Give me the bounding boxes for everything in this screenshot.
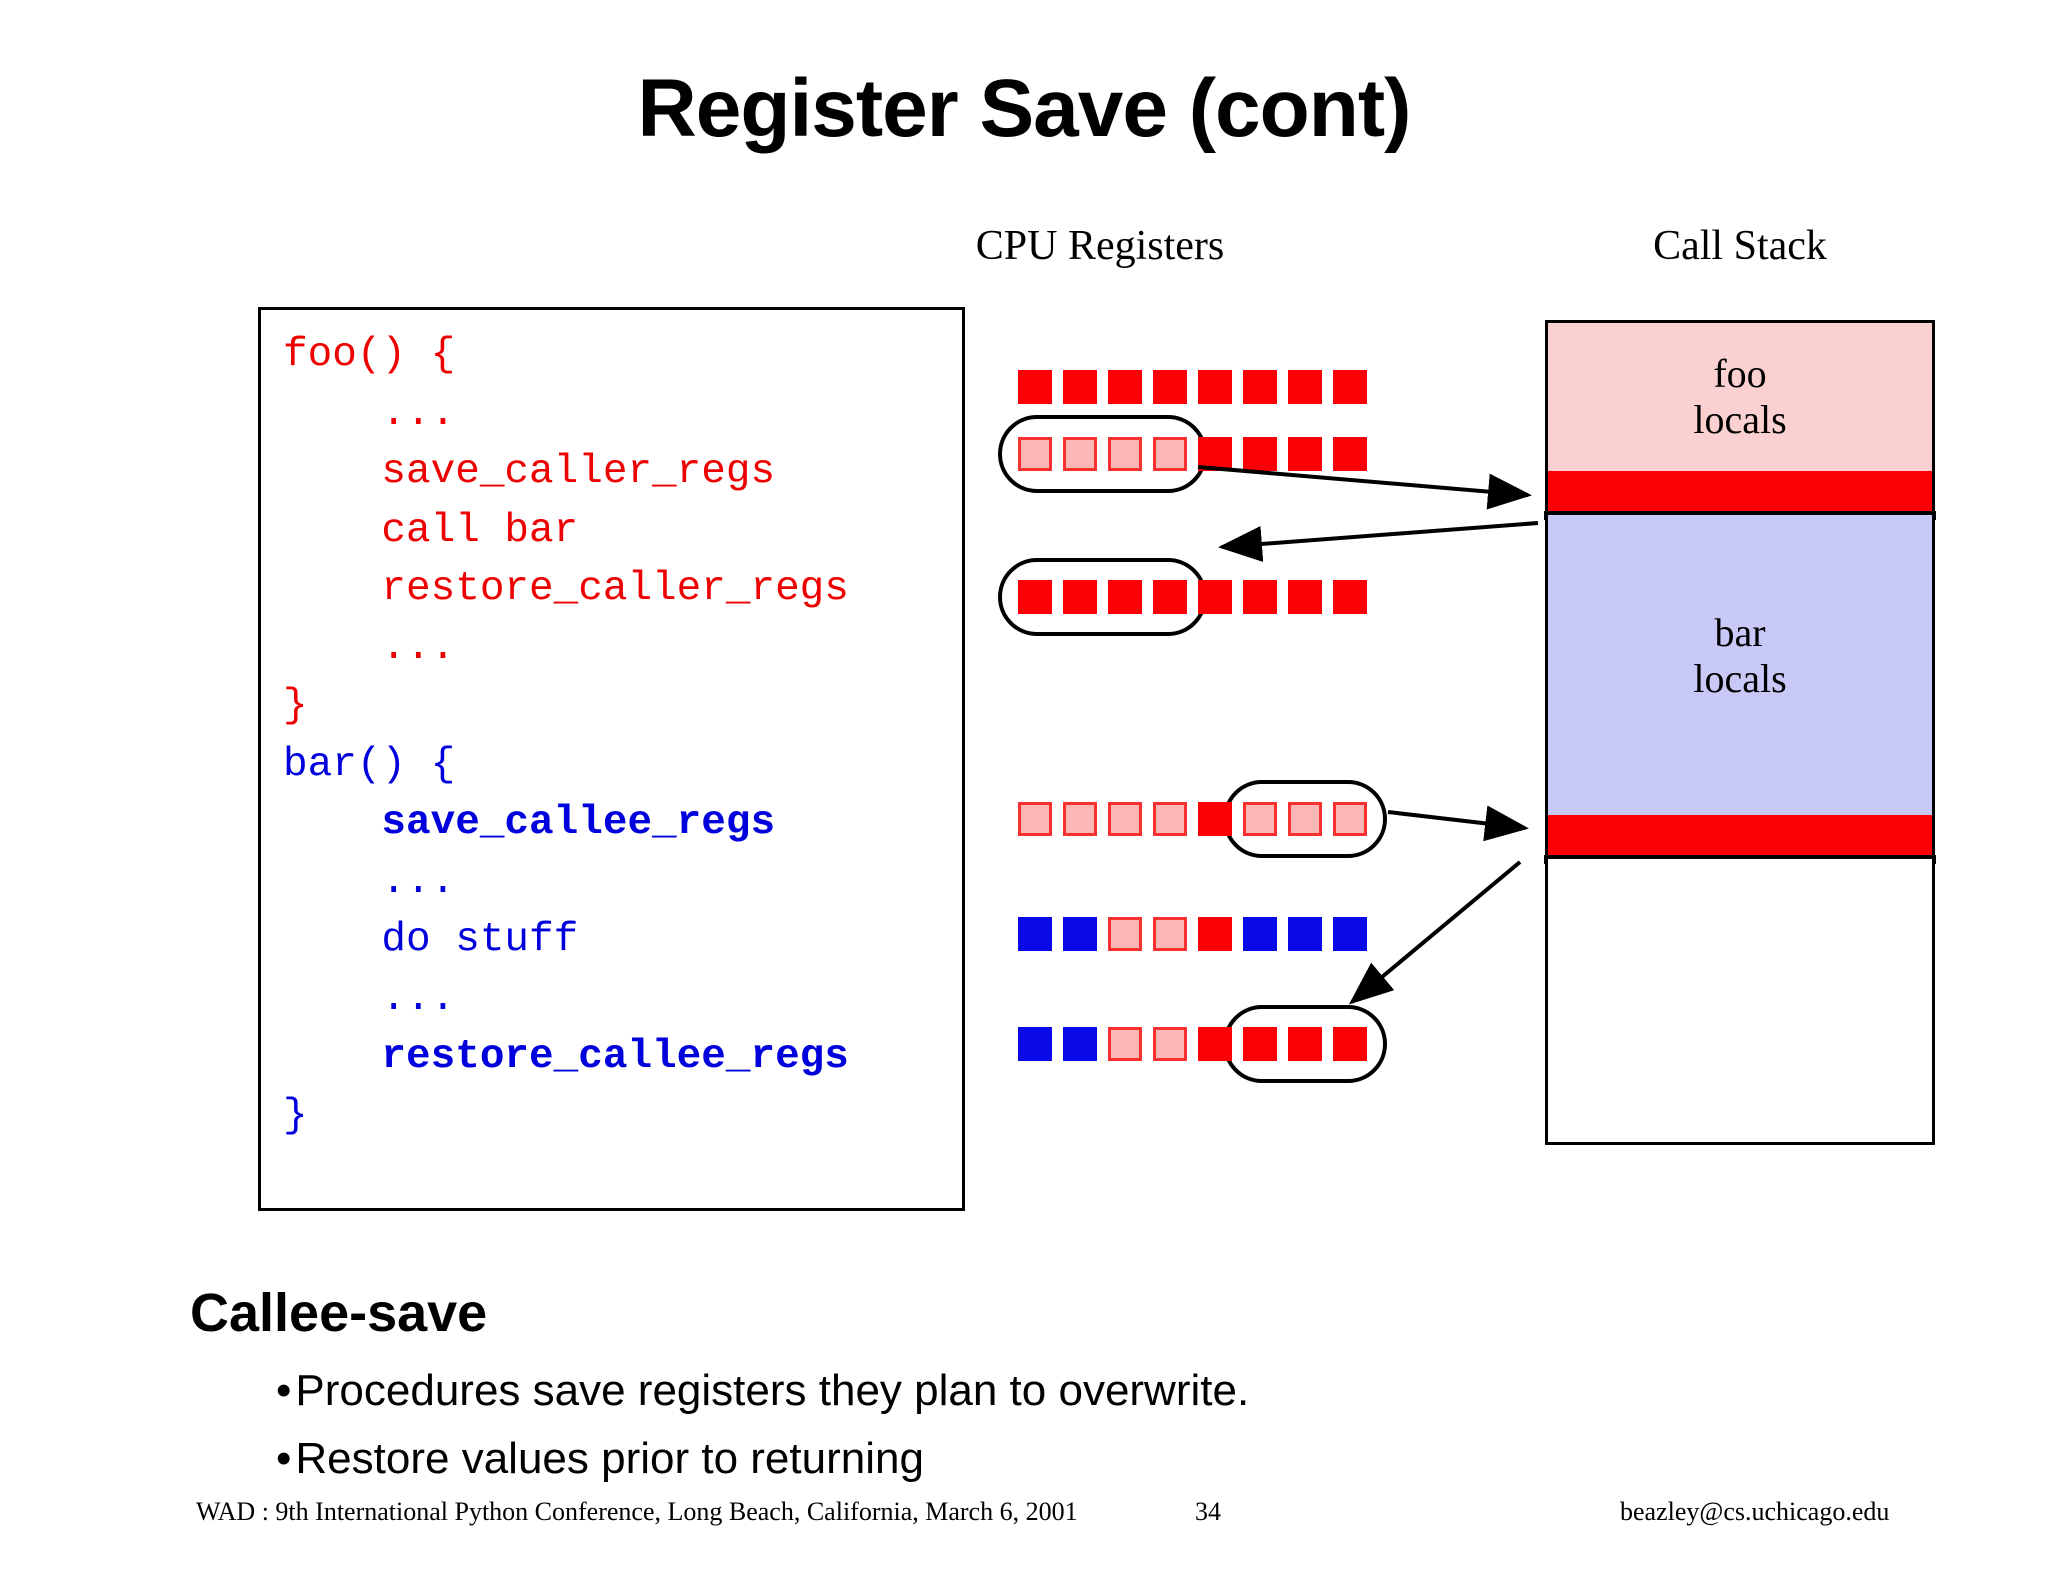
register-cell [1243,437,1277,471]
code-line: save_callee_regs [283,800,776,846]
stack-frame-empty [1548,859,1932,1142]
register-cell [1063,437,1097,471]
register-cell [1288,580,1322,614]
register-cell [1243,370,1277,404]
register-cell [1063,802,1097,836]
register-cell [1198,802,1232,836]
stack-frame-label-line: locals [1693,397,1787,442]
register-cell [1333,802,1367,836]
bullet-text: Procedures save registers they plan to o… [295,1366,1250,1415]
register-cell [1198,1027,1232,1061]
register-cell [1108,580,1142,614]
register-cell [1018,802,1052,836]
register-cell [1108,370,1142,404]
code-line: do stuff [283,917,579,963]
register-cell [1333,917,1367,951]
register-cell [1198,437,1232,471]
call-stack-header: Call Stack [1653,223,1827,269]
stack-frame-label-line: bar [1714,610,1766,655]
register-cell [1153,917,1187,951]
register-cell [1153,1027,1187,1061]
cpu-register-row [0,1005,2048,1083]
register-cell [1018,580,1052,614]
code-line: ... [283,858,456,905]
register-cell [1243,580,1277,614]
register-cell [1063,580,1097,614]
bullet-item: •Procedures save registers they plan to … [276,1366,1249,1416]
register-cell [1018,437,1052,471]
code-line: save_caller_regs [283,449,776,495]
register-cell [1063,370,1097,404]
register-cell [1243,802,1277,836]
bullet-dot-icon: • [276,1434,292,1483]
stack-frame-red [1548,471,1932,511]
register-cell [1288,917,1322,951]
code-line: } [283,683,308,729]
register-cell [1288,370,1322,404]
code-line: call bar [283,507,579,554]
register-cell [1243,1027,1277,1061]
stack-frame-label-line: foo [1713,351,1767,396]
register-cell [1018,1027,1052,1061]
register-cell [1153,370,1187,404]
code-line: ... [283,390,456,437]
cpu-register-row [0,558,2048,636]
register-cell [1063,917,1097,951]
page-title: Register Save (cont) [637,63,1412,154]
code-listing-panel: foo() { ... save_caller_regs call bar re… [258,307,965,1211]
register-cell [1288,1027,1322,1061]
cpu-registers-header: CPU Registers [975,223,1225,269]
register-cell [1018,370,1052,404]
register-cell [1333,1027,1367,1061]
cpu-register-row [0,368,2048,410]
code-listing: foo() { ... save_caller_regs call bar re… [283,326,849,1145]
register-cell [1108,802,1142,836]
bullet-text: Restore values prior to returning [295,1434,924,1483]
code-line: ... [283,624,456,671]
register-cell [1288,437,1322,471]
register-cell [1198,917,1232,951]
register-cell [1153,580,1187,614]
register-cell [1288,802,1322,836]
footer-conference: WAD : 9th International Python Conferenc… [196,1497,1078,1526]
footer-page-number: 34 [1195,1497,1221,1526]
code-line: restore_callee_regs [283,1034,849,1080]
register-cell [1243,917,1277,951]
register-cell [1018,917,1052,951]
bullet-dot-icon: • [276,1366,292,1415]
foo-frame-to-restore-caller-arrow [1218,521,1539,562]
bullet-item: •Restore values prior to returning [276,1434,924,1484]
register-cell [1333,370,1367,404]
register-cell [1063,1027,1097,1061]
code-line: foo() { [283,332,456,378]
register-cell [1108,1027,1142,1061]
stack-frame-red [1548,815,1932,855]
code-line: } [283,1092,308,1139]
cpu-register-row [0,780,2048,858]
register-cell [1333,580,1367,614]
code-line: ... [283,975,456,1022]
section-heading: Callee-save [190,1283,488,1343]
register-cell [1108,917,1142,951]
code-line: bar() { [283,741,456,788]
code-line: restore_caller_regs [283,566,849,612]
register-cell [1198,370,1232,404]
stack-frame-label-line: locals [1693,656,1787,701]
register-cell [1198,580,1232,614]
footer-email: beazley@cs.uchicago.edu [1620,1497,1890,1526]
register-cell [1153,802,1187,836]
register-cell [1153,437,1187,471]
register-cell [1108,437,1142,471]
register-cell [1333,437,1367,471]
